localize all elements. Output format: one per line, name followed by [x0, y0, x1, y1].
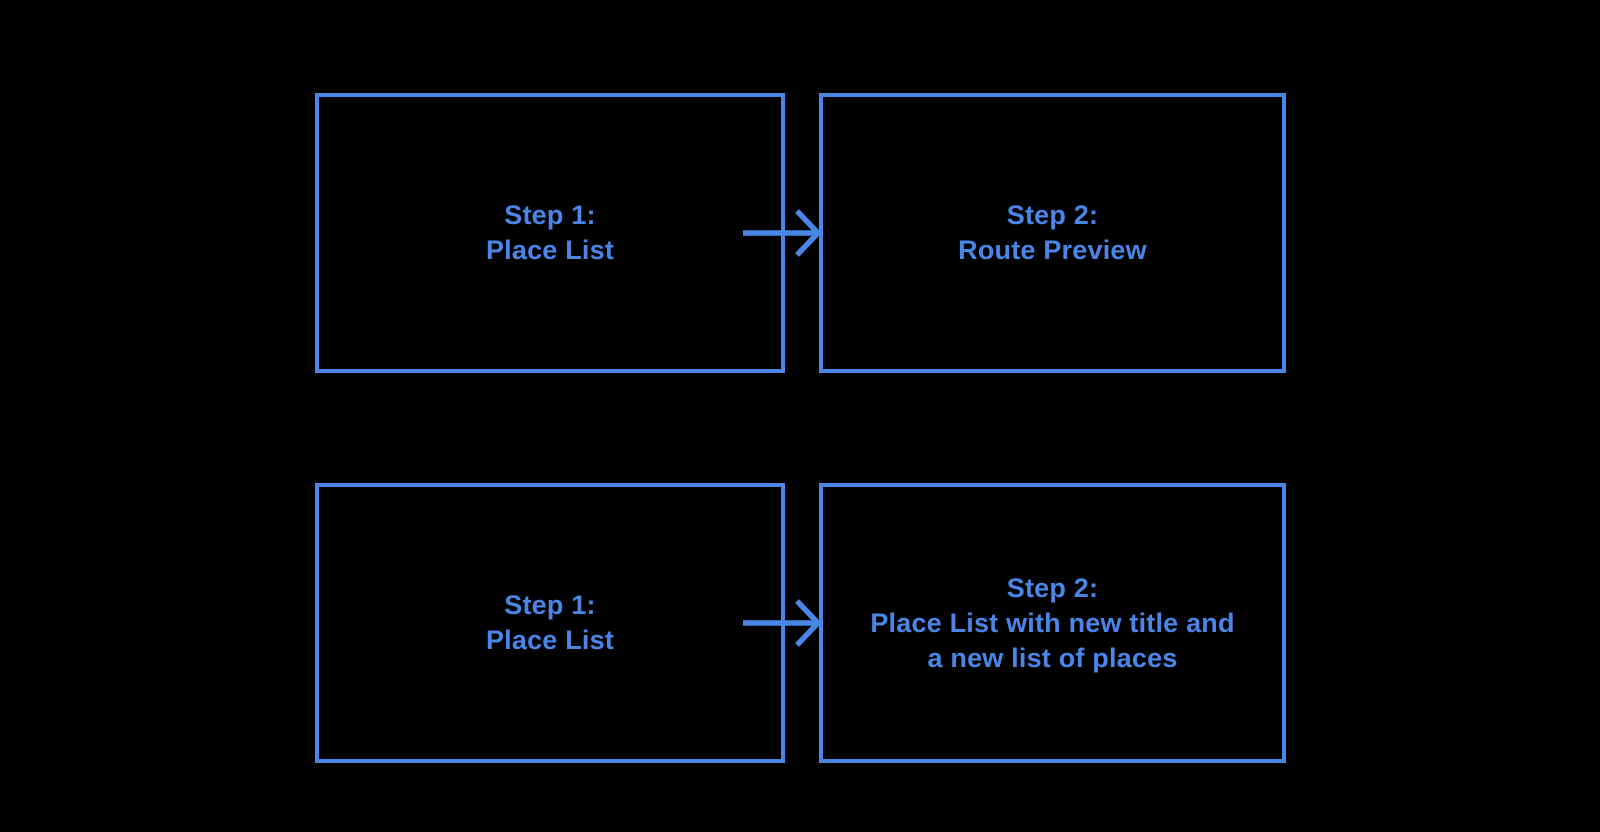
step-title-line-2: a new list of places: [927, 642, 1178, 673]
step-box-1-place-list: Step 1: Place List: [315, 93, 785, 373]
step-label: Step 1:: [504, 590, 596, 620]
step-label: Step 2:: [1006, 200, 1099, 230]
step-title: Place List with new title and: [870, 607, 1235, 638]
step-box-2-text: Step 2: Route Preview: [958, 198, 1147, 268]
step-title: Place List: [485, 625, 615, 655]
step-label: Step 2:: [1006, 572, 1099, 603]
step-box-3-text: Step 1: Place List: [486, 588, 614, 658]
step-title: Route Preview: [958, 235, 1147, 265]
step-box-3-place-list: Step 1: Place List: [315, 483, 785, 763]
step-title: Place List: [485, 235, 615, 265]
step-box-2-route-preview: Step 2: Route Preview: [819, 93, 1286, 373]
step-box-4-new-place-list: Step 2: Place List with new title and a …: [819, 483, 1286, 763]
step-label: Step 1:: [504, 200, 596, 230]
step-box-1-text: Step 1: Place List: [486, 198, 614, 268]
step-box-4-text: Step 2: Place List with new title and a …: [870, 571, 1234, 676]
